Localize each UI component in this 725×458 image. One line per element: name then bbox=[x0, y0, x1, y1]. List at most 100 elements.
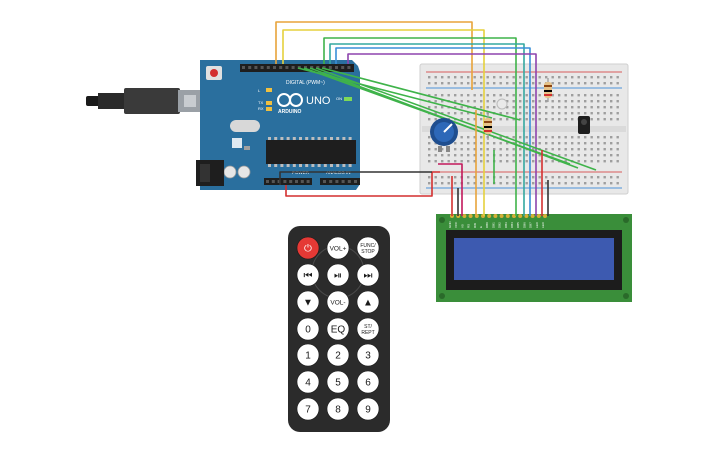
header-pin[interactable] bbox=[289, 180, 293, 183]
breadboard-hole[interactable] bbox=[564, 154, 567, 157]
breadboard-hole[interactable] bbox=[428, 94, 431, 97]
breadboard-hole[interactable] bbox=[558, 142, 561, 145]
header-pin[interactable] bbox=[248, 66, 252, 69]
breadboard-hole[interactable] bbox=[532, 82, 535, 85]
breadboard-hole[interactable] bbox=[590, 182, 593, 185]
breadboard-hole[interactable] bbox=[610, 154, 613, 157]
breadboard-hole[interactable] bbox=[551, 112, 554, 115]
remote-button[interactable]: ⏮ bbox=[296, 263, 320, 287]
breadboard-hole[interactable] bbox=[441, 176, 444, 179]
breadboard-hole[interactable] bbox=[590, 100, 593, 103]
breadboard-hole[interactable] bbox=[525, 136, 528, 139]
breadboard-hole[interactable] bbox=[493, 100, 496, 103]
breadboard-hole[interactable] bbox=[434, 160, 437, 163]
breadboard-hole[interactable] bbox=[551, 176, 554, 179]
breadboard-hole[interactable] bbox=[441, 94, 444, 97]
lcd-pin[interactable] bbox=[536, 214, 541, 218]
breadboard-hole[interactable] bbox=[571, 176, 574, 179]
header-pin[interactable] bbox=[310, 66, 314, 69]
breadboard-hole[interactable] bbox=[597, 142, 600, 145]
breadboard-hole[interactable] bbox=[577, 142, 580, 145]
breadboard-hole[interactable] bbox=[506, 160, 509, 163]
breadboard-hole[interactable] bbox=[603, 160, 606, 163]
breadboard-hole[interactable] bbox=[473, 142, 476, 145]
breadboard-hole[interactable] bbox=[493, 94, 496, 97]
header-pin[interactable] bbox=[242, 66, 245, 69]
breadboard-hole[interactable] bbox=[558, 182, 561, 185]
breadboard-hole[interactable] bbox=[571, 82, 574, 85]
breadboard-hole[interactable] bbox=[519, 100, 522, 103]
remote-button[interactable]: 8 bbox=[326, 397, 350, 421]
breadboard-hole[interactable] bbox=[551, 148, 554, 151]
breadboard-hole[interactable] bbox=[428, 176, 431, 179]
breadboard-hole[interactable] bbox=[506, 106, 509, 109]
breadboard-hole[interactable] bbox=[467, 94, 470, 97]
breadboard-hole[interactable] bbox=[590, 94, 593, 97]
breadboard-hole[interactable] bbox=[486, 182, 489, 185]
breadboard-hole[interactable] bbox=[454, 112, 457, 115]
header-pin[interactable] bbox=[329, 180, 333, 183]
breadboard-hole[interactable] bbox=[545, 118, 548, 121]
breadboard-hole[interactable] bbox=[480, 106, 483, 109]
header-pin[interactable] bbox=[279, 66, 283, 69]
breadboard-hole[interactable] bbox=[480, 94, 483, 97]
breadboard-hole[interactable] bbox=[538, 106, 541, 109]
breadboard-hole[interactable] bbox=[571, 76, 574, 79]
remote-button[interactable]: ▼ bbox=[296, 290, 320, 314]
breadboard-hole[interactable] bbox=[506, 148, 509, 151]
breadboard-hole[interactable] bbox=[467, 100, 470, 103]
breadboard-hole[interactable] bbox=[506, 154, 509, 157]
breadboard-hole[interactable] bbox=[460, 106, 463, 109]
breadboard-hole[interactable] bbox=[454, 148, 457, 151]
breadboard-hole[interactable] bbox=[454, 182, 457, 185]
breadboard-hole[interactable] bbox=[551, 106, 554, 109]
remote-button[interactable]: EQ bbox=[326, 317, 350, 341]
breadboard-hole[interactable] bbox=[428, 136, 431, 139]
breadboard-hole[interactable] bbox=[616, 94, 619, 97]
breadboard-hole[interactable] bbox=[564, 160, 567, 163]
breadboard-hole[interactable] bbox=[467, 160, 470, 163]
breadboard-hole[interactable] bbox=[538, 112, 541, 115]
remote-button[interactable]: 3 bbox=[356, 343, 380, 367]
breadboard-hole[interactable] bbox=[506, 118, 509, 121]
breadboard-hole[interactable] bbox=[603, 94, 606, 97]
breadboard-hole[interactable] bbox=[551, 160, 554, 163]
breadboard-hole[interactable] bbox=[603, 106, 606, 109]
breadboard-hole[interactable] bbox=[480, 176, 483, 179]
breadboard-hole[interactable] bbox=[590, 118, 593, 121]
breadboard-hole[interactable] bbox=[460, 112, 463, 115]
remote-button[interactable]: 6 bbox=[356, 370, 380, 394]
breadboard-hole[interactable] bbox=[577, 94, 580, 97]
breadboard-hole[interactable] bbox=[447, 176, 450, 179]
breadboard-hole[interactable] bbox=[610, 176, 613, 179]
breadboard-hole[interactable] bbox=[610, 182, 613, 185]
breadboard-hole[interactable] bbox=[512, 76, 515, 79]
breadboard-hole[interactable] bbox=[467, 112, 470, 115]
breadboard-hole[interactable] bbox=[590, 160, 593, 163]
breadboard-hole[interactable] bbox=[467, 176, 470, 179]
breadboard-hole[interactable] bbox=[571, 118, 574, 121]
header-pin[interactable] bbox=[341, 66, 345, 69]
breadboard-hole[interactable] bbox=[473, 148, 476, 151]
breadboard-hole[interactable] bbox=[616, 118, 619, 121]
breadboard-hole[interactable] bbox=[441, 106, 444, 109]
breadboard-hole[interactable] bbox=[577, 148, 580, 151]
breadboard-hole[interactable] bbox=[467, 118, 470, 121]
breadboard-hole[interactable] bbox=[551, 142, 554, 145]
breadboard-hole[interactable] bbox=[519, 154, 522, 157]
breadboard-hole[interactable] bbox=[532, 76, 535, 79]
breadboard-hole[interactable] bbox=[486, 76, 489, 79]
header-pin[interactable] bbox=[328, 66, 332, 69]
lcd-pin[interactable] bbox=[499, 214, 504, 218]
breadboard-hole[interactable] bbox=[571, 106, 574, 109]
breadboard-hole[interactable] bbox=[447, 94, 450, 97]
breadboard-hole[interactable] bbox=[499, 160, 502, 163]
breadboard-hole[interactable] bbox=[616, 100, 619, 103]
breadboard-hole[interactable] bbox=[551, 136, 554, 139]
header-pin[interactable] bbox=[335, 180, 339, 183]
breadboard-hole[interactable] bbox=[428, 76, 431, 79]
remote-button[interactable]: ST/REPT bbox=[356, 317, 380, 341]
breadboard-hole[interactable] bbox=[590, 82, 593, 85]
breadboard-hole[interactable] bbox=[480, 136, 483, 139]
breadboard-hole[interactable] bbox=[499, 154, 502, 157]
